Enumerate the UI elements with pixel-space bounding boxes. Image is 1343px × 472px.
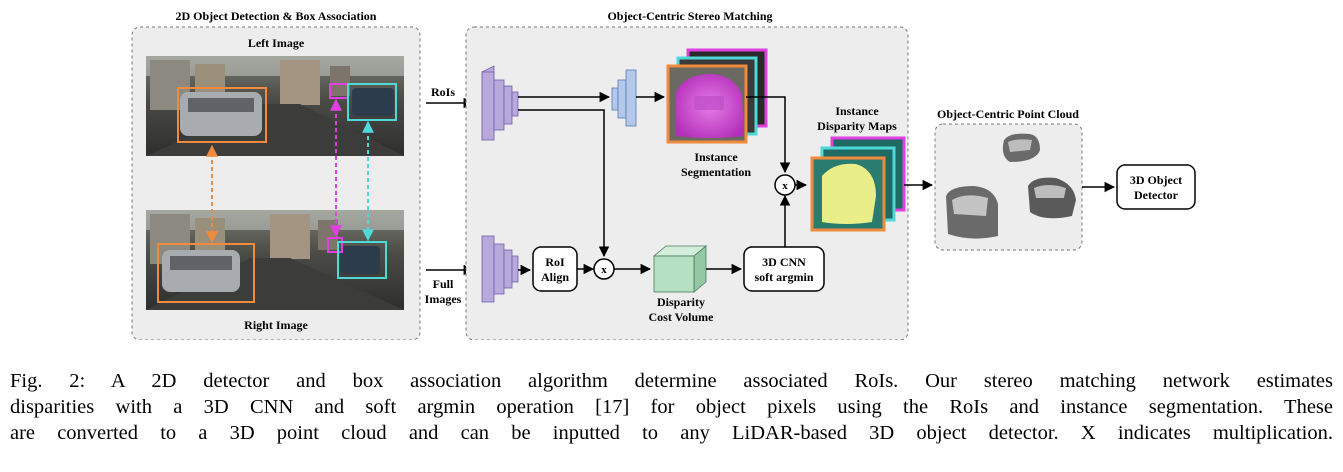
multiply-node-right: x xyxy=(774,174,796,196)
roi-branch-arrow xyxy=(518,109,610,258)
pointcloud-panel: Object-Centric Point Cloud xyxy=(934,107,1083,251)
3d-object-detector-block xyxy=(1116,164,1196,210)
roi-align-block xyxy=(532,246,578,292)
pipeline-diagram: 2D Object Detection & Box Association Le… xyxy=(131,9,1196,340)
stereo-panel: Object-Centric Stereo Matching xyxy=(465,9,909,340)
svg-text:x: x xyxy=(601,264,607,276)
caption-line-1: Fig. 2: A 2D detector and box associatio… xyxy=(10,370,1333,392)
full-image-cnn-encoder xyxy=(481,235,519,303)
instance-disparity-maps-stack xyxy=(810,136,906,232)
full-images-label-line2: Images xyxy=(425,292,462,306)
right-orange-box xyxy=(157,243,255,303)
left-image-label: Left Image xyxy=(248,36,305,50)
rois-label: RoIs xyxy=(431,85,455,99)
right-image-label: Right Image xyxy=(244,318,308,332)
right-magenta-box xyxy=(327,237,343,253)
caption-line-2: disparities with a 3D CNN and soft argmi… xyxy=(10,396,1333,418)
point-cloud-car-left xyxy=(946,186,998,239)
roi-cnn-encoder xyxy=(481,65,519,141)
left-cyan-box xyxy=(347,83,397,121)
right-cyan-box xyxy=(337,241,387,279)
detector-label-line2: Detector xyxy=(1134,188,1179,202)
cost-volume-cube xyxy=(652,245,708,293)
left-image xyxy=(146,56,404,156)
disparity-maps-label-line1: Instance xyxy=(835,104,879,118)
segmentation-decoder xyxy=(611,69,637,127)
detector-label-line1: 3D Object xyxy=(1130,173,1182,187)
disparity-maps-label-line2: Disparity Maps xyxy=(817,119,897,133)
pointcloud-panel-title: Object-Centric Point Cloud xyxy=(937,107,1079,121)
svg-text:x: x xyxy=(782,180,788,192)
stereo-panel-title: Object-Centric Stereo Matching xyxy=(607,9,772,23)
roi-align-label-line1: RoI xyxy=(545,255,565,269)
multiply-node-left: x xyxy=(593,258,615,280)
point-cloud-car-top xyxy=(1002,133,1040,162)
cost-volume-label-line1: Disparity xyxy=(657,295,705,309)
seg-to-multiply-arrow xyxy=(746,96,791,174)
left-orange-box xyxy=(177,87,267,143)
instance-seg-label-line1: Instance xyxy=(694,150,738,164)
detection-panel-title: 2D Object Detection & Box Association xyxy=(176,9,377,23)
right-image xyxy=(146,210,404,310)
cnn-label-line1: 3D CNN xyxy=(762,255,806,269)
cost-volume-label-line2: Cost Volume xyxy=(648,310,714,324)
cnn-label-line2: soft argmin xyxy=(755,270,814,284)
caption-line-3: are converted to a 3D point cloud and ca… xyxy=(10,422,1333,444)
instance-seg-label-line2: Segmentation xyxy=(681,165,751,179)
3d-cnn-block xyxy=(743,246,825,292)
full-images-label-line1: Full xyxy=(433,277,454,291)
instance-segmentation-stack xyxy=(666,48,768,144)
point-cloud-car-right xyxy=(1028,177,1076,219)
roi-align-label-line2: Align xyxy=(541,270,569,284)
figure-caption: Fig. 2: A 2D detector and box associatio… xyxy=(10,368,1333,446)
detection-panel: 2D Object Detection & Box Association Le… xyxy=(131,9,421,340)
